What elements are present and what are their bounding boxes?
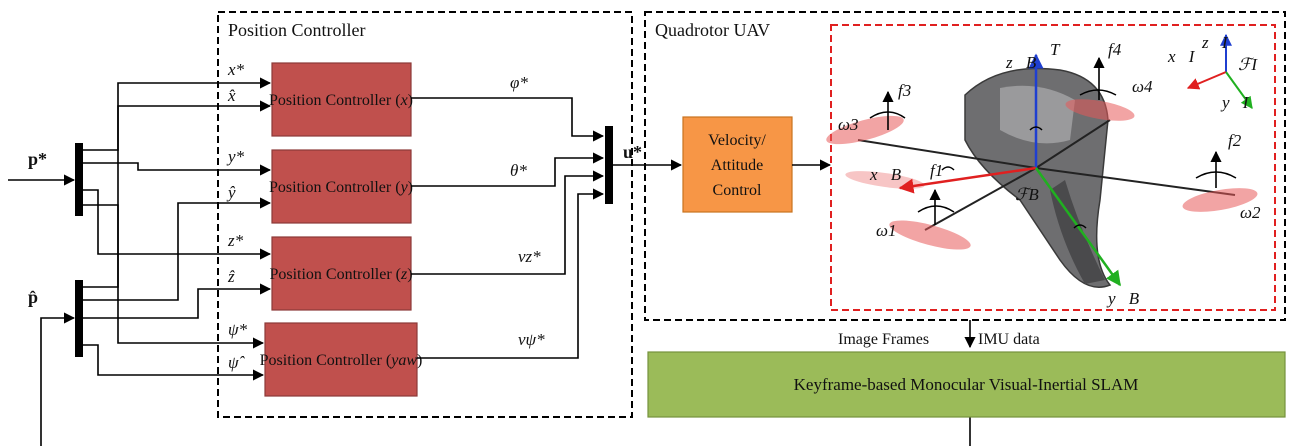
label-f2: f2: [1228, 131, 1242, 150]
controller-z-axis: z: [400, 266, 408, 283]
controller-x-label: Position Controller (: [269, 92, 401, 109]
input-psi-ref: ψ*: [228, 320, 248, 339]
controller-z-label: Position Controller (: [269, 266, 401, 283]
label-zB: z⃗B: [1005, 53, 1037, 72]
velocity-line-3: Control: [713, 182, 762, 199]
quadrotor-image-frame: [830, 24, 1276, 311]
yI-axis: [1225, 71, 1253, 109]
mux-bar-output: [605, 126, 613, 204]
input-x-ref: x*: [227, 60, 245, 79]
controller-y: Position Controller (y): [269, 149, 413, 224]
velocity-line-1: Velocity/: [708, 132, 766, 149]
label-w1: ω1: [876, 221, 897, 240]
quadrotor-group: [644, 11, 1286, 321]
input-x-est: x̂: [227, 86, 236, 105]
label-w4: ω4: [1132, 77, 1153, 96]
u-star-label: u*: [623, 142, 642, 162]
label-T: T: [1050, 40, 1061, 59]
label-FI: ℱI: [1238, 55, 1258, 74]
slam-block: Keyframe-based Monocular Visual-Inertial…: [647, 351, 1286, 418]
output-phi: φ*: [510, 73, 528, 92]
rotation-marks: [869, 89, 1237, 229]
controller-z-close: ): [407, 266, 412, 283]
controller-y-close: ): [408, 179, 413, 196]
svg-text:Position Controller (yaw): Position Controller (yaw): [260, 352, 423, 369]
mux-bar-phat: [75, 280, 83, 357]
controller-y-axis: y: [399, 179, 409, 196]
controller-x-axis: x: [400, 92, 408, 109]
velocity-attitude-control: Velocity/ Attitude Control: [682, 116, 793, 213]
label-yB: y⃗B: [1106, 289, 1140, 308]
label-f4: f4: [1108, 40, 1122, 59]
mux-bar-pstar: [75, 143, 83, 216]
label-f3: f3: [898, 81, 911, 100]
label-xB: x⃗B: [869, 165, 902, 184]
quadrotor-drone-illustration: [826, 67, 1258, 288]
svg-text:Position Controller (x): Position Controller (x): [269, 92, 413, 109]
label-f1: f1: [930, 161, 943, 180]
label-FB: ℱB: [1015, 185, 1039, 204]
label-yI: y⃗I: [1220, 93, 1250, 112]
label-w3: ω3: [838, 115, 859, 134]
controller-y-label: Position Controller (: [269, 179, 401, 196]
slam-label: Keyframe-based Monocular Visual-Inertial…: [794, 375, 1139, 394]
velocity-line-2: Attitude: [711, 157, 763, 174]
xB-axis: [898, 166, 1037, 194]
quadrotor-group-title: Quadrotor UAV: [655, 20, 770, 40]
xI-axis: [1186, 71, 1227, 90]
input-z-est: ẑ: [227, 267, 235, 286]
thrust-arrows: [882, 56, 1222, 225]
output-theta: θ*: [510, 161, 527, 180]
output-vpsi: vψ*: [518, 330, 545, 349]
input-psi-est: ψ̂: [228, 353, 246, 372]
input-z-ref: z*: [227, 231, 244, 250]
label-w2: ω2: [1240, 203, 1261, 222]
p-star-label: p*: [28, 149, 47, 169]
controller-yaw-axis: yaw: [389, 352, 417, 369]
label-xI: x⃗I: [1167, 47, 1196, 66]
position-controller-group-title: Position Controller: [228, 20, 366, 40]
controller-x-close: ): [408, 92, 413, 109]
output-vz: vz*: [518, 247, 541, 266]
p-hat-label: p̂: [28, 287, 38, 307]
controller-yaw-label: Position Controller (: [260, 352, 392, 369]
position-controller-group: [217, 11, 633, 418]
imu-data-label: IMU data: [978, 331, 1040, 348]
svg-text:Position Controller (z): Position Controller (z): [269, 266, 412, 283]
image-frames-label: Image Frames: [838, 331, 929, 348]
label-zI: z⃗I: [1201, 33, 1229, 52]
input-y-ref: y*: [226, 147, 245, 166]
controller-yaw-close: ): [417, 352, 422, 369]
controller-z: Position Controller (z): [269, 236, 413, 311]
svg-text:Position Controller (y): Position Controller (y): [269, 179, 413, 196]
controller-yaw: Position Controller (yaw): [260, 322, 423, 397]
input-y-est: ŷ: [226, 183, 236, 202]
controller-x: Position Controller (x): [269, 62, 413, 137]
yB-axis: [1034, 167, 1122, 287]
